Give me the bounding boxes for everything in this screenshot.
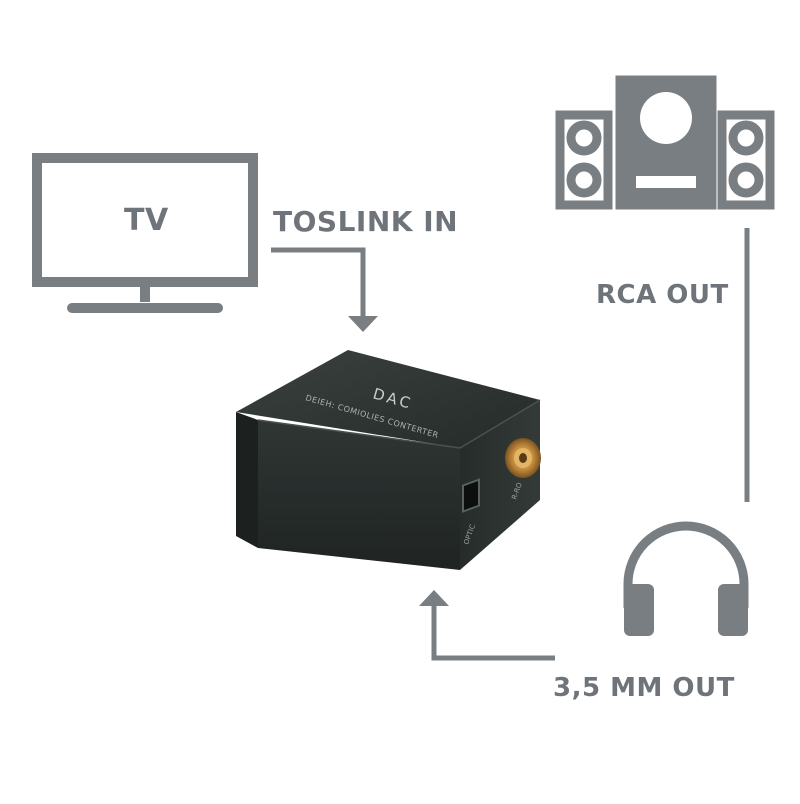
mm-out-label: 3,5 MM OUT [553,673,735,703]
mm-out-arrow [419,590,555,661]
speaker-center-woofer [640,92,692,144]
rca-jack [505,438,541,478]
rca-out-label: RCA OUT [596,280,729,310]
arrow-down-icon [348,316,378,332]
toslink-arrow [271,247,378,332]
tv-icon [32,153,258,313]
toslink-in-label: TOSLINK IN [273,205,459,238]
arrow-up-icon [419,590,449,606]
headphones-icon [623,521,749,636]
tv-label: TV [124,203,169,238]
speaker-center-slot [636,176,696,188]
dac-device: DAC DEIEH: COMIOLIES CONTERTER OPTIC R-R… [236,350,541,570]
optical-port [462,478,480,513]
